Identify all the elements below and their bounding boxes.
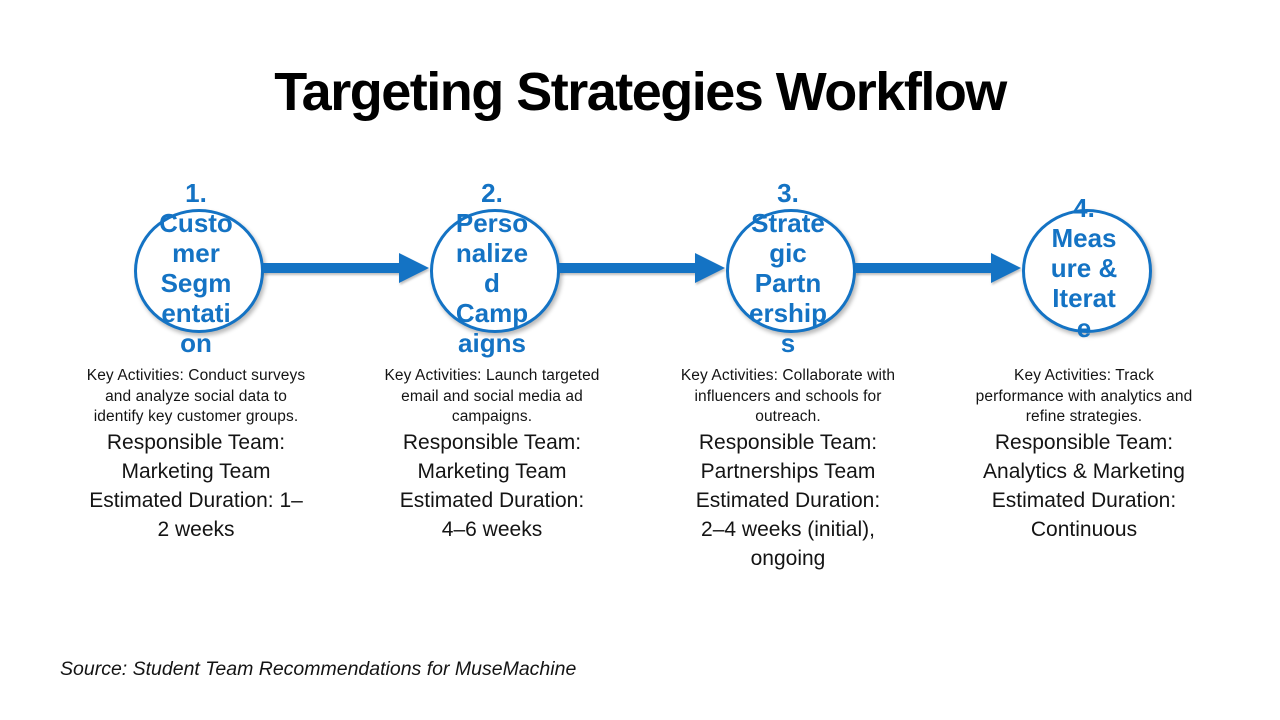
- arrow-shaft: [263, 263, 401, 273]
- estimated-duration-text: Estimated Duration: 2–4 weeks (initial),…: [695, 488, 881, 570]
- flow-arrow-icon: [263, 253, 429, 283]
- key-activities-text: Key Activities: Conduct surveys and anal…: [86, 367, 306, 425]
- key-activities-text: Key Activities: Track performance with a…: [975, 367, 1193, 425]
- page-title: Targeting Strategies Workflow: [274, 62, 1007, 122]
- step-circle-label: 4. Meas ure & Iterat e: [1050, 193, 1118, 343]
- step-circle-2: [430, 209, 560, 333]
- arrow-shaft: [855, 263, 993, 273]
- arrow-head: [991, 253, 1021, 283]
- responsible-team-text: Responsible Team: Marketing Team: [402, 430, 582, 483]
- key-activities-text: Key Activities: Launch targeted email an…: [384, 367, 600, 425]
- responsible-team-text: Responsible Team: Partnerships Team: [698, 430, 878, 483]
- flow-arrow-icon: [855, 253, 1021, 283]
- step-circle-4: [1022, 209, 1152, 333]
- step-details: Key Activities: Collaborate with influen…: [643, 366, 933, 573]
- step-circle-label: 1. Custo mer Segm entati on: [159, 178, 233, 358]
- estimated-duration-text: Estimated Duration: 1– 2 weeks: [89, 488, 303, 541]
- step-circle-label: 2. Perso nalize d Camp aigns: [455, 178, 529, 358]
- responsible-team-text: Responsible Team: Marketing Team: [106, 430, 286, 483]
- flow-arrow-icon: [559, 253, 725, 283]
- responsible-team-text: Responsible Team: Analytics & Marketing: [983, 430, 1185, 483]
- source-attribution: Source: Student Team Recommendations for…: [60, 658, 577, 680]
- key-activities-text: Key Activities: Collaborate with influen…: [680, 367, 896, 425]
- arrow-head: [399, 253, 429, 283]
- step-details: Key Activities: Launch targeted email an…: [347, 366, 637, 544]
- estimated-duration-text: Estimated Duration: 4–6 weeks: [399, 488, 585, 541]
- arrow-head: [695, 253, 725, 283]
- step-details: Key Activities: Track performance with a…: [939, 366, 1229, 544]
- step-circle-1: [134, 209, 264, 333]
- arrow-shaft: [559, 263, 697, 273]
- step-details: Key Activities: Conduct surveys and anal…: [51, 366, 341, 544]
- step-circle-3: [726, 209, 856, 333]
- step-circle-label: 3. Strate gic Partn ership s: [748, 178, 828, 358]
- estimated-duration-text: Estimated Duration: Continuous: [991, 488, 1177, 541]
